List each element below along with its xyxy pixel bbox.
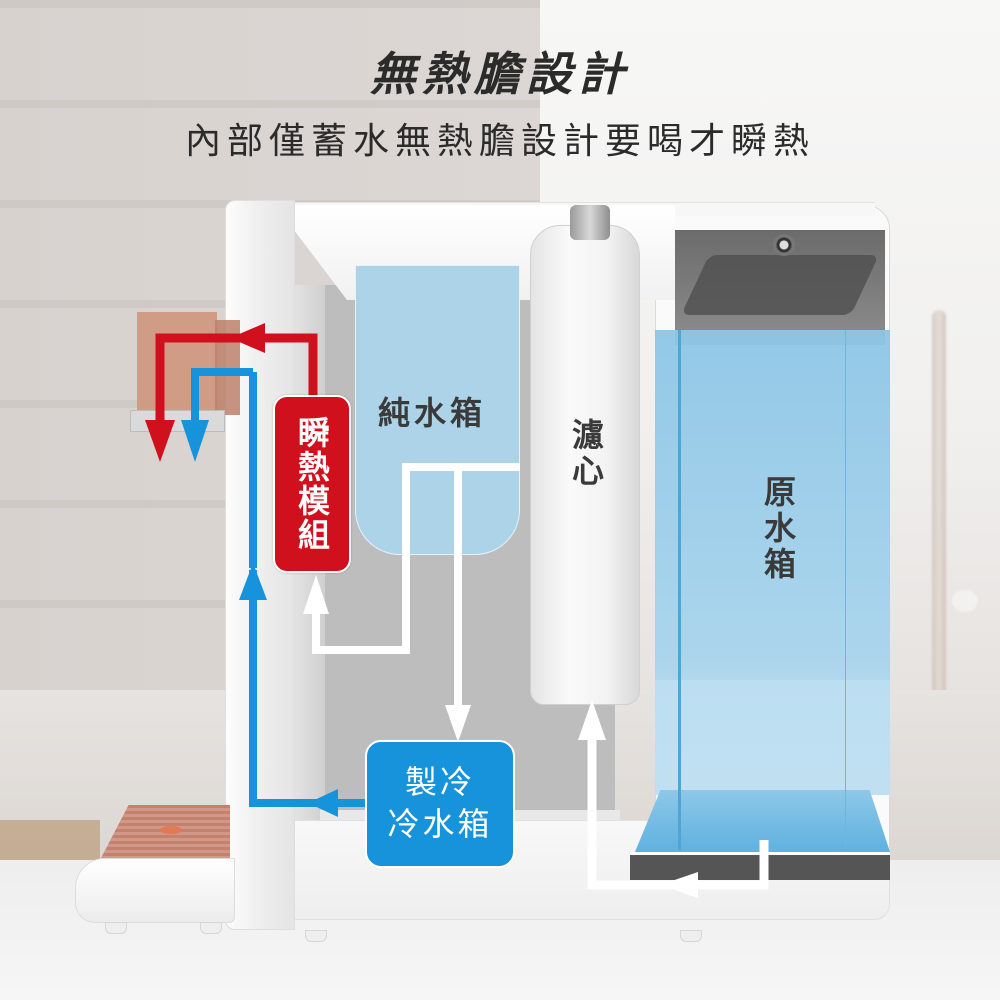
drip-tray-base [75,858,235,923]
raw-water-tank-edge-2 [845,330,846,850]
cooling-tank-label-line2: 冷水箱 [387,805,493,843]
instant-heating-module-badge: 瞬熱模組 [273,395,351,573]
cooling-tank-badge: 製冷 冷水箱 [365,740,515,868]
raw-water-tank-label: 原水箱 [759,475,797,583]
page-subtitle: 內部僅蓄水無熱膽設計要喝才瞬熱 [184,121,815,162]
lid-port-icon [773,234,795,256]
machine-foot [200,922,222,934]
raw-water-tank-base [630,852,890,880]
background-wood-panel [0,820,100,860]
filter-cartridge [530,225,640,705]
machine-foot [680,930,702,942]
machine-foot [305,930,327,942]
raw-water-tank-lid-inlet [681,255,879,315]
machine-foot [105,922,127,934]
pure-water-tank-label: 純水箱 [378,394,487,432]
background-faucet-knob [952,590,978,612]
filter-cap [570,205,610,240]
dispenser-nozzle [130,410,225,432]
dispenser-spout-side [215,320,240,415]
raw-water-tank-edge [678,330,681,850]
cooling-tank-label-line1: 製冷 [404,763,475,802]
dispenser-spout [137,312,217,417]
page-title: 無熱膽設計 [370,47,630,101]
drip-tray-indicator [160,826,182,834]
background-faucet [932,310,946,730]
raw-water-fill-lower [655,680,890,795]
filter-label: 濾心 [567,418,605,490]
raw-water-tank-floor [635,790,890,852]
